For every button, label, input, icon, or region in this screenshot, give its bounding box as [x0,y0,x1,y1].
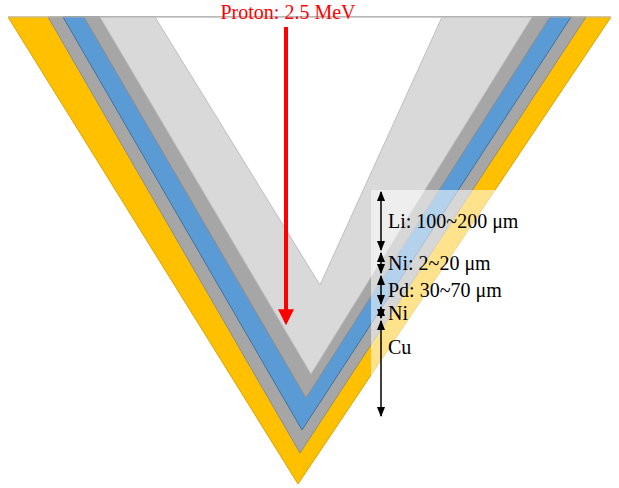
beam-label: Proton: 2.5 MeV [221,1,356,23]
dimension-arrow [380,253,382,273]
ni-outer-layer [48,17,586,453]
dimension-arrow [380,276,382,304]
dimension-arrow [380,321,382,416]
layer-label: Ni: 2~20 μm [388,252,491,274]
pd-layer [63,17,571,430]
dimension-arrow [380,307,382,318]
layer-label: Ni [388,302,408,324]
layer-label: Li: 100~200 μm [388,210,518,232]
annotation-panel [371,190,533,416]
proton-beam-arrow [284,27,288,322]
dimension-arrow [380,192,382,250]
layer-label: Cu [388,336,411,358]
layer-label: Pd: 30~70 μm [388,279,502,301]
cu-layer [8,17,611,484]
